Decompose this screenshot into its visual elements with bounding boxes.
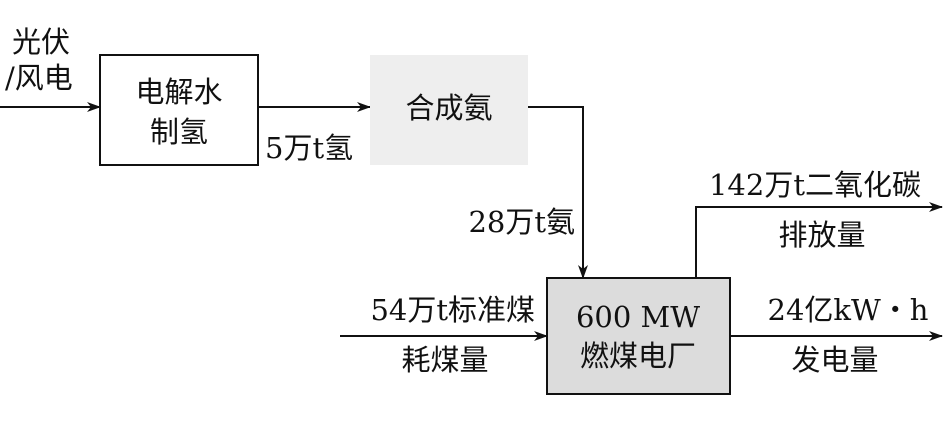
power-plant-label-2: 燃煤电厂 xyxy=(580,339,696,373)
ammonia-synthesis-box xyxy=(370,55,528,165)
electrolysis-label-2: 制氢 xyxy=(150,115,208,149)
co2-flow-label: 142万t二氧化碳 xyxy=(709,168,921,202)
coal-consumption-label: 耗煤量 xyxy=(401,343,488,377)
hydrogen-flow-label: 5万t氢 xyxy=(265,131,353,165)
power-flow-label: 24亿kW・h xyxy=(768,293,929,327)
ammonia-flow-label: 28万t氨 xyxy=(468,205,575,239)
power-generation-label: 发电量 xyxy=(791,343,878,377)
co2-emission-label: 排放量 xyxy=(778,218,865,252)
power-plant-label-1: 600 MW xyxy=(576,300,700,334)
ammonia-synthesis-label: 合成氨 xyxy=(405,91,492,125)
electrolysis-box xyxy=(99,54,259,166)
coal-flow-label: 54万t标准煤 xyxy=(370,293,535,327)
co2-arrow xyxy=(695,202,943,278)
source-label-2: /风电 xyxy=(5,61,73,95)
power-plant-box xyxy=(546,277,731,395)
electrolysis-label-1: 电解水 xyxy=(135,75,222,109)
ammonia-arrow xyxy=(528,106,588,279)
source-label-1: 光伏 xyxy=(12,25,70,59)
